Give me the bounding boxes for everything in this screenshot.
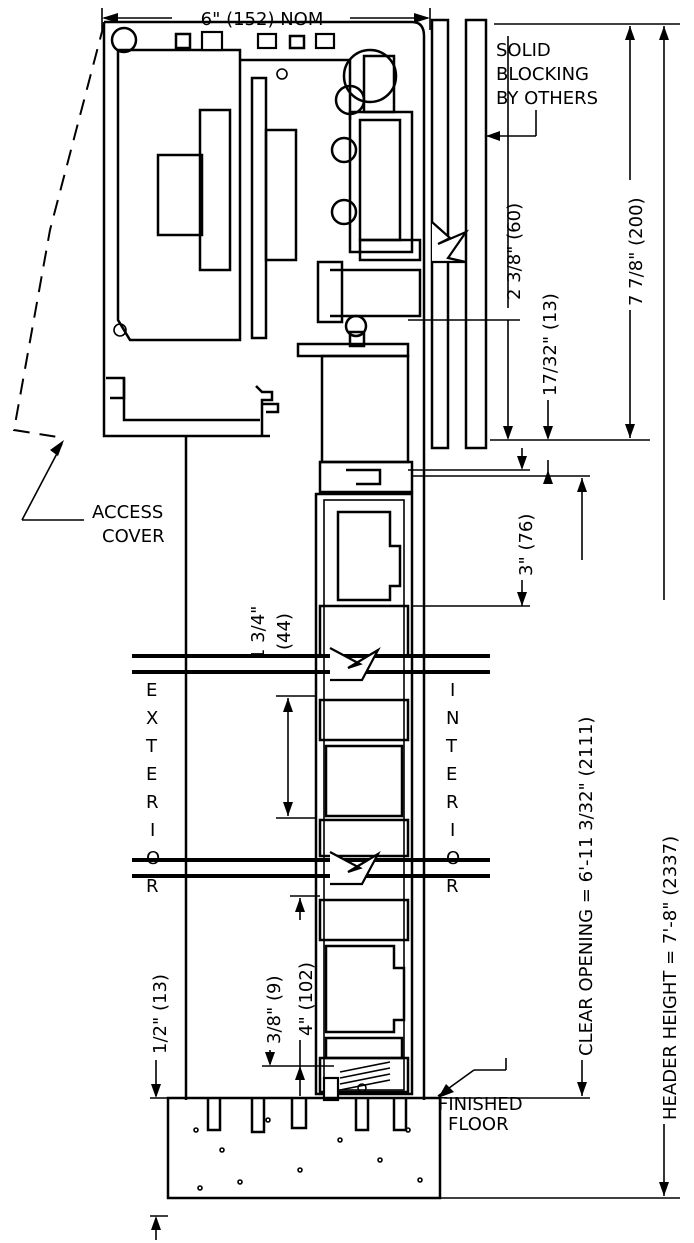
svg-text:FINISHED: FINISHED: [438, 1094, 523, 1115]
interior-label: I N T E R I O R: [445, 680, 460, 897]
dim-44-b-label: (44): [274, 613, 295, 650]
dim-102-label: 4" (102): [296, 962, 317, 1036]
wall-blocking: [430, 18, 537, 450]
svg-text:FLOOR: FLOOR: [448, 1114, 509, 1135]
top-width-dimension: 6" (152) NOM: [101, 8, 431, 30]
dimension-lines: [150, 23, 680, 1240]
svg-text:BY OTHERS: BY OTHERS: [496, 88, 598, 109]
door-panel: [184, 316, 426, 1102]
top-width-label: 6" (152) NOM: [201, 9, 324, 30]
dim-44-a-label: 1 3/4": [248, 606, 269, 660]
solid-blocking-label: SOLID BLOCKING BY OTHERS: [496, 40, 598, 109]
clear-opening-label: CLEAR OPENING = 6'-11 3/32" (2111): [576, 717, 597, 1056]
svg-text:E: E: [146, 764, 157, 785]
svg-text:I: I: [450, 820, 455, 841]
dim-76-label: 3" (76): [516, 514, 537, 576]
svg-text:E: E: [446, 764, 457, 785]
svg-text:R: R: [146, 792, 159, 813]
svg-text:N: N: [446, 708, 459, 729]
access-cover-outline: ACCESS COVER: [12, 23, 165, 547]
svg-text:COVER: COVER: [102, 526, 165, 547]
finished-floor: FINISHED FLOOR: [166, 1058, 523, 1200]
door-break-lines: [132, 647, 490, 886]
svg-text:I: I: [150, 820, 155, 841]
svg-text:BLOCKING: BLOCKING: [496, 64, 589, 85]
svg-text:I: I: [450, 680, 455, 701]
svg-text:O: O: [146, 848, 160, 869]
svg-text:T: T: [445, 736, 458, 757]
header-height-label: HEADER HEIGHT = 7'-8" (2337): [660, 836, 681, 1120]
svg-text:R: R: [446, 876, 459, 897]
dim-13-top-label: 17/32" (13): [540, 293, 561, 396]
dim-9-label: 3/8" (9): [264, 976, 285, 1044]
svg-text:ACCESS: ACCESS: [92, 502, 163, 523]
exterior-label: E X T E R I O R: [145, 680, 160, 897]
svg-text:O: O: [446, 848, 460, 869]
svg-text:SOLID: SOLID: [496, 40, 551, 61]
svg-text:T: T: [145, 736, 158, 757]
dim-60-label: 2 3/8" (60): [504, 203, 525, 300]
svg-text:R: R: [446, 792, 459, 813]
svg-text:E: E: [146, 680, 157, 701]
dim-200-label: 7 7/8" (200): [626, 197, 647, 306]
svg-text:R: R: [146, 876, 159, 897]
svg-text:X: X: [146, 708, 158, 729]
dimension-labels: 2 3/8" (60) 7 7/8" (200) 17/32" (13) 3" …: [150, 197, 681, 1120]
header-housing: [102, 20, 426, 438]
dim-13-bottom-label: 1/2" (13): [150, 974, 171, 1054]
